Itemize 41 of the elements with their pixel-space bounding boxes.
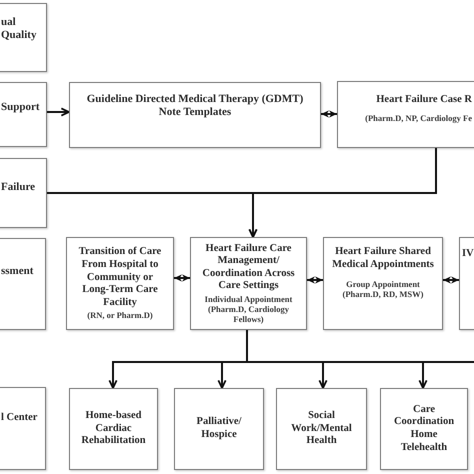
staff-note: Group Appointment (Pharm.D, RD, MSW) [342, 279, 424, 300]
double-arrow [307, 276, 323, 284]
box-title: Guideline Directed Medical Therapy (GDMT) Note Templates [86, 93, 304, 120]
box-title: Transition of Care From Hospital to Community or Long-Term Care Facility [78, 246, 162, 310]
box-title: ssment [1, 265, 34, 278]
box-title: Home-based Cardiac Rehabilitation [80, 410, 147, 448]
process-box [0, 158, 47, 228]
box-title: Failure [1, 181, 36, 194]
process-box [323, 237, 443, 330]
process-box [174, 388, 264, 470]
process-box [337, 81, 474, 148]
connector-line [246, 330, 474, 363]
box-title: l Center [1, 412, 38, 425]
process-box [276, 388, 367, 470]
staff-note: (Pharm.D, NP, Cardiology Fe [364, 112, 472, 123]
arrow [47, 108, 70, 116]
process-box [0, 238, 46, 330]
box-title: ual Quality [1, 16, 38, 42]
process-box [459, 237, 474, 330]
double-arrow [174, 274, 190, 282]
box-title: Support [1, 101, 41, 114]
process-box [190, 237, 307, 330]
process-box [380, 388, 468, 470]
process-box [69, 388, 158, 470]
arrow [248, 148, 437, 238]
box-title: Social Work/Mental Health [290, 410, 353, 448]
box-title: Heart Failure Care Management/ Coordination Across Care Settings [201, 242, 296, 293]
box-title: Care Coordination Home Telehealth [392, 404, 456, 454]
process-box [0, 3, 47, 72]
process-box [66, 237, 174, 330]
staff-note: Individual Appointment (Pharm.D, Cardiology Fellows) [204, 294, 294, 324]
process-box [0, 82, 47, 147]
double-arrow [321, 110, 337, 118]
double-arrow [443, 276, 459, 284]
staff-note: (RN, or Pharm.D) [86, 310, 154, 321]
box-title: Heart Failure Shared Medical Appointments [331, 246, 435, 272]
box-title: Heart Failure Case R [375, 94, 472, 107]
box-title: IV [462, 248, 474, 261]
box-title: Palliative/ Hospice [196, 416, 242, 442]
process-box [69, 82, 321, 148]
process-box [0, 387, 46, 470]
